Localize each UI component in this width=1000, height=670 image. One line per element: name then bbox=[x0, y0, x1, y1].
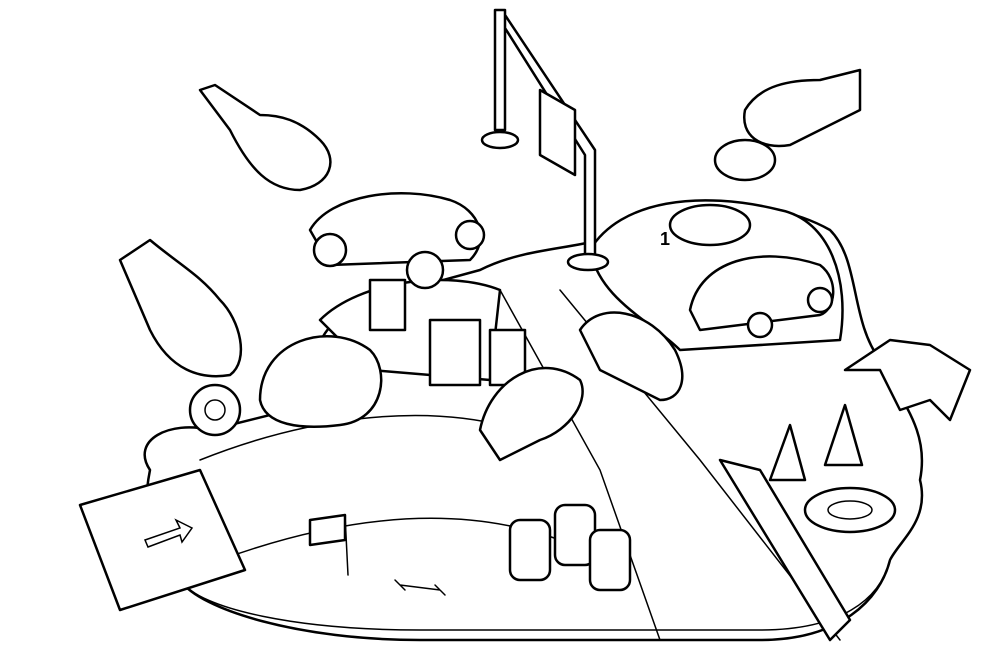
traffic-cone bbox=[768, 423, 807, 482]
pole-base bbox=[480, 130, 520, 150]
wheel bbox=[806, 286, 834, 314]
crushed-car bbox=[478, 366, 584, 462]
tire bbox=[803, 486, 897, 534]
tire-hole bbox=[827, 500, 873, 520]
wheel bbox=[746, 311, 774, 339]
hand-top-left bbox=[198, 83, 332, 192]
cone-bracket bbox=[843, 338, 972, 422]
stamp bbox=[713, 138, 777, 182]
arrow-card bbox=[78, 468, 247, 612]
bucket bbox=[668, 203, 752, 247]
track-rim bbox=[179, 559, 891, 631]
car-on-lift bbox=[308, 192, 482, 267]
checkered-flag bbox=[308, 513, 347, 547]
arrow-icon bbox=[143, 518, 194, 548]
tire-stack bbox=[508, 503, 632, 592]
sign-board bbox=[538, 88, 577, 177]
toolbox bbox=[428, 318, 482, 387]
wheel bbox=[454, 219, 486, 251]
wheel bbox=[405, 250, 445, 290]
lift-pillar bbox=[368, 278, 407, 332]
wheel bbox=[312, 232, 348, 268]
wrench-icon bbox=[394, 579, 446, 596]
traffic-cone bbox=[823, 403, 864, 467]
flag-pole bbox=[344, 514, 349, 576]
pole-base-2 bbox=[566, 252, 610, 272]
reel-hub bbox=[204, 399, 226, 421]
podium-number: 1 bbox=[660, 229, 670, 249]
tire-pile-mound bbox=[258, 335, 383, 428]
hand-top-right bbox=[742, 68, 862, 148]
wall-divider bbox=[718, 458, 852, 642]
race-car-center bbox=[578, 311, 684, 402]
cable-reel bbox=[188, 383, 242, 437]
hand-left bbox=[118, 238, 243, 378]
